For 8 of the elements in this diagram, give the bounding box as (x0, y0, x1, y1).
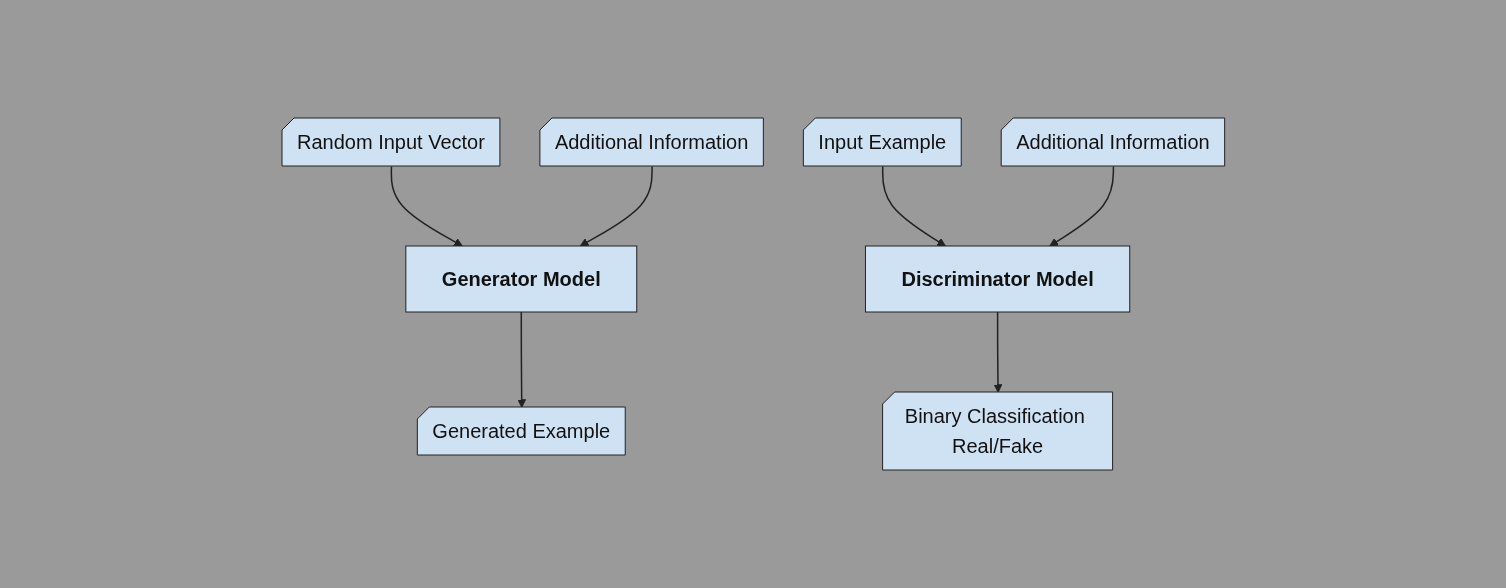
arrow (390, 165, 463, 247)
arrow (517, 311, 526, 408)
arrow (993, 311, 1003, 393)
node-box: Discriminator Model (864, 245, 1130, 313)
arrow (881, 165, 946, 247)
arrow (1049, 165, 1114, 247)
arrow (579, 165, 653, 247)
node-box: Generator Model (405, 245, 637, 313)
